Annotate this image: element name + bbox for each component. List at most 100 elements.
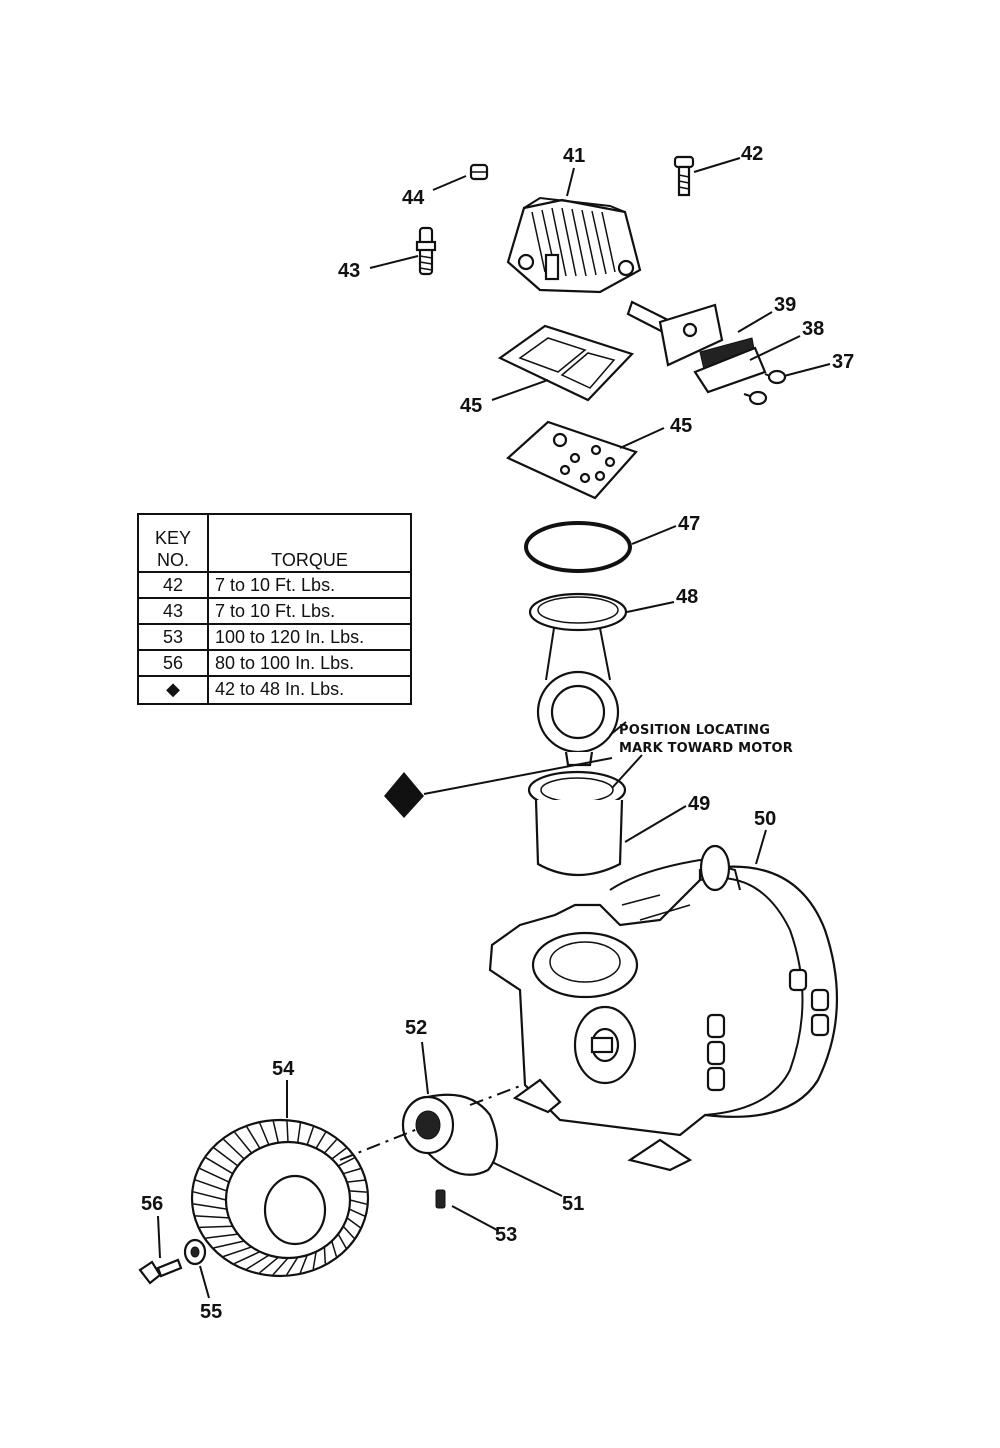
label-38: 38 <box>802 318 824 340</box>
fan-fin <box>342 1225 355 1239</box>
fan-fin <box>346 1217 361 1229</box>
fan-fin <box>195 1215 230 1219</box>
table-row: ◆ 42 to 48 In. Lbs. <box>137 675 412 705</box>
part-47-o-ring <box>524 521 632 573</box>
fan-fin <box>346 1179 365 1183</box>
assembly-axis-line-2 <box>469 1085 521 1106</box>
fan-fin <box>349 1190 367 1193</box>
fan-fin <box>286 1256 299 1276</box>
part-48-connecting-rod <box>528 592 628 767</box>
fan-fin <box>246 1254 270 1270</box>
fan-fin <box>205 1157 234 1175</box>
fan-fin <box>246 1126 261 1149</box>
label-39: 39 <box>774 294 796 316</box>
note-line-1: POSITION LOCATING <box>619 723 770 738</box>
label-42: 42 <box>741 143 763 165</box>
part-39-valve-assembly <box>626 300 757 375</box>
fan-fin <box>213 1240 245 1249</box>
row-key: 53 <box>137 623 209 651</box>
part-55-washer <box>183 1238 207 1266</box>
fan-fin <box>331 1147 347 1160</box>
header-key-no: KEY NO. <box>137 513 209 573</box>
row-key: 43 <box>137 597 209 625</box>
label-54: 54 <box>272 1058 295 1080</box>
fan-fin <box>312 1251 317 1270</box>
label-45-upper: 45 <box>460 395 482 417</box>
part-43-stud <box>415 226 437 276</box>
fan-fin <box>296 1123 302 1143</box>
part-49-bearing <box>527 770 627 877</box>
torque-table: KEY NO. TORQUE 42 7 to 10 Ft. Lbs. 43 7 … <box>137 513 412 705</box>
part-54-fan <box>190 1118 370 1278</box>
diamond-icon <box>384 772 424 818</box>
fan-fin <box>272 1257 289 1276</box>
label-51: 51 <box>562 1193 584 1215</box>
fan-fin <box>193 1191 227 1201</box>
fan-fin <box>299 1254 308 1274</box>
label-44: 44 <box>402 187 425 209</box>
fan-fin <box>223 1138 245 1160</box>
part-56-bolt <box>138 1258 183 1285</box>
assembly-axis-line <box>339 1127 421 1161</box>
label-55: 55 <box>200 1301 222 1323</box>
fan-fin <box>199 1167 230 1183</box>
table-row: 53 100 to 120 In. Lbs. <box>137 623 412 651</box>
label-56: 56 <box>141 1193 163 1215</box>
row-torque: 7 to 10 Ft. Lbs. <box>207 571 412 599</box>
part-37-screws <box>743 369 787 406</box>
fan-fin <box>199 1225 233 1229</box>
fan-fin <box>223 1246 252 1258</box>
fan-fin <box>331 1240 338 1257</box>
fan-fin <box>195 1179 228 1192</box>
fan-fin <box>272 1121 280 1143</box>
fan-fin <box>342 1167 361 1175</box>
fan-fin <box>337 1157 355 1167</box>
label-43: 43 <box>338 260 360 282</box>
label-53: 53 <box>495 1224 517 1246</box>
fan-fin <box>337 1233 347 1249</box>
part-50-motor <box>488 844 839 1172</box>
fan-fin <box>259 1122 270 1146</box>
row-torque: 7 to 10 Ft. Lbs. <box>207 597 412 625</box>
header-key-line2: NO. <box>156 550 189 570</box>
fan-fin <box>234 1131 253 1154</box>
part-38-gasket <box>693 346 767 394</box>
leader-lines <box>157 157 831 1299</box>
row-torque: 100 to 120 In. Lbs. <box>207 623 412 651</box>
label-41: 41 <box>563 145 585 167</box>
header-key-line1: KEY <box>154 528 192 548</box>
part-53-set-screw <box>435 1189 446 1209</box>
fan-fin <box>306 1126 315 1146</box>
row-torque: 42 to 48 In. Lbs. <box>207 675 412 705</box>
fan-fin <box>259 1256 279 1274</box>
label-47: 47 <box>678 513 700 535</box>
note-line-2: MARK TOWARD MOTOR <box>619 741 793 756</box>
part-41-cylinder-head <box>506 196 642 294</box>
fan-fin <box>193 1203 227 1210</box>
label-48: 48 <box>676 586 698 608</box>
label-49: 49 <box>688 793 710 815</box>
fan-fin <box>213 1147 239 1167</box>
table-row: 42 7 to 10 Ft. Lbs. <box>137 571 412 599</box>
row-torque: 80 to 100 In. Lbs. <box>207 649 412 677</box>
row-key-diamond: ◆ <box>137 675 209 705</box>
fan-fin <box>349 1199 367 1205</box>
part-44-nut <box>469 163 489 181</box>
label-50: 50 <box>754 808 776 830</box>
fan-fin <box>323 1138 338 1154</box>
part-45-upper-gasket <box>497 324 635 402</box>
label-37: 37 <box>832 351 854 373</box>
fan-fin <box>348 1208 365 1217</box>
label-45-lower: 45 <box>670 415 692 437</box>
table-row: 56 80 to 100 In. Lbs. <box>137 649 412 677</box>
label-52: 52 <box>405 1017 427 1039</box>
fan-fin <box>323 1246 327 1264</box>
row-key: 42 <box>137 571 209 599</box>
header-torque: TORQUE <box>207 513 412 573</box>
fan-fin <box>315 1132 327 1149</box>
table-row: 43 7 to 10 Ft. Lbs. <box>137 597 412 625</box>
part-51-pulley <box>401 1093 499 1176</box>
table-header-row: KEY NO. TORQUE <box>137 513 412 573</box>
fan-fin <box>234 1251 261 1265</box>
